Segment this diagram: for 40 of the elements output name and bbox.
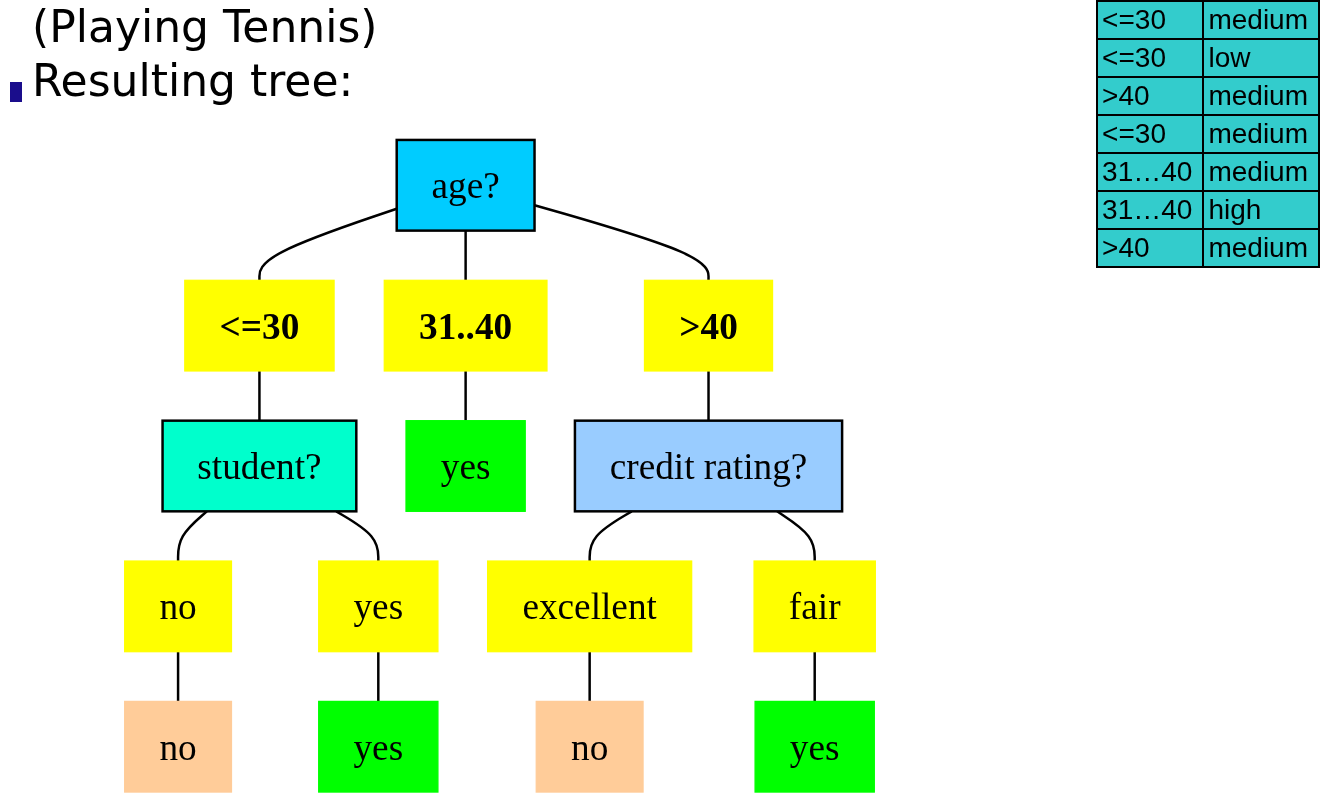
connector (813, 651, 816, 702)
node-box: yes (318, 700, 439, 793)
node-box: yes (754, 700, 875, 793)
table-cell: <=30 (1097, 39, 1204, 77)
connector (377, 651, 380, 702)
bullet-text: Resulting tree: (32, 54, 354, 108)
heading-text: (Playing Tennis) (32, 0, 378, 54)
node-box: 31..40 (383, 279, 548, 372)
node-box: >40 (643, 279, 774, 372)
table-cell: <=30 (1097, 1, 1204, 39)
table-cell: >40 (1097, 77, 1204, 115)
table-cell: <=30 (1097, 115, 1204, 153)
node-box: no (124, 560, 233, 653)
table-cell: medium (1203, 1, 1319, 39)
node-box: excellent (487, 560, 693, 653)
node-box: no (124, 700, 233, 793)
table-cell: >40 (1097, 229, 1204, 267)
node-box: <=30 (184, 279, 335, 372)
table-cell: 31…40 (1097, 153, 1204, 191)
node-box: age? (395, 138, 536, 232)
table-cell: medium (1203, 229, 1319, 267)
table-cell: medium (1203, 77, 1319, 115)
node-box: credit rating? (573, 419, 844, 513)
node-box: yes (405, 420, 526, 512)
connector (176, 651, 180, 702)
node-box: student? (161, 419, 358, 513)
table-cell: low (1203, 39, 1319, 77)
connector (258, 371, 261, 421)
table-cell: high (1203, 191, 1319, 229)
table-cell: medium (1203, 153, 1319, 191)
table-cell: medium (1203, 115, 1319, 153)
connector (534, 204, 710, 281)
connector (588, 651, 591, 702)
table-cell: 31…40 (1097, 191, 1204, 229)
node-box: fair (753, 560, 876, 653)
connector (707, 371, 710, 421)
node-box: yes (318, 560, 439, 653)
connector (464, 371, 467, 421)
node-box: no (535, 700, 644, 793)
connector (464, 230, 467, 281)
